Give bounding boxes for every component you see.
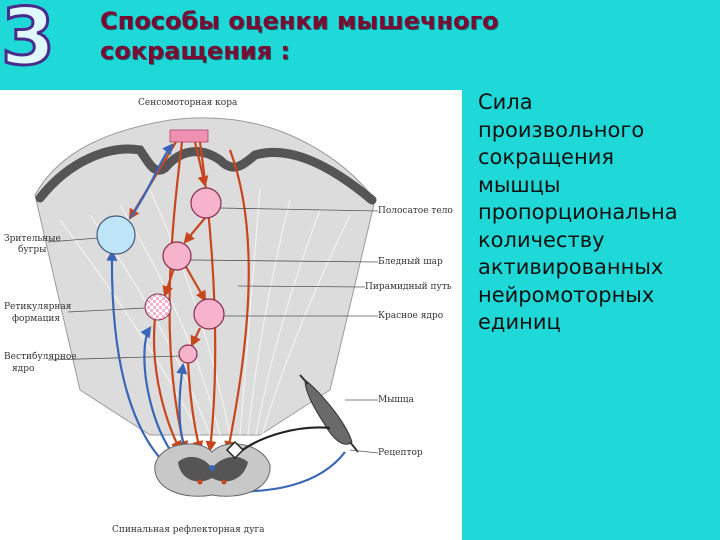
body-text-line: количеству [478, 227, 605, 252]
spinal-cord-section [154, 443, 271, 497]
body-text-line: нейромоторных [478, 282, 655, 307]
receptor-marker [225, 440, 245, 460]
slide-number: 3 [2, 0, 54, 74]
label-reticular-line-2: формация [12, 314, 61, 324]
slide-title: Способы оценки мышечного сокращения : [100, 6, 640, 66]
label-spinal-arc: Спинальная рефлекторная дуга [112, 525, 265, 535]
slide-number-text: 3 [2, 0, 54, 74]
label-thalamus-line-2: бугры [18, 245, 47, 255]
label-reticular-line-1: Ретикулярная [4, 302, 72, 312]
vestibular-nucleus [178, 344, 198, 364]
body-text-line: активированных [478, 255, 664, 279]
sensorimotor-cortex-band [169, 129, 209, 143]
white-matter-fibers [59, 189, 351, 436]
diagram-svg [34, 117, 379, 497]
pallidum-nucleus [162, 241, 192, 271]
body-text-line: сокращения [478, 145, 614, 169]
label-sensorimotor-cortex: Сенсомоторная кора [138, 98, 238, 108]
striatum-nucleus [190, 187, 222, 219]
label-muscle: Мышца [378, 395, 414, 405]
label-striatum: Полосатое тело [378, 206, 453, 216]
red-nucleus [193, 298, 225, 330]
label-receptor: Рецептор [378, 448, 423, 458]
motor-control-diagram: Сенсомоторная кора Полосатое тело Зрител… [0, 90, 462, 540]
efferent-nerve [235, 426, 331, 456]
body-text-line: мышцы [478, 172, 561, 197]
slide-title-line-1: Способы оценки мышечного [100, 7, 499, 35]
label-vestibular-line-2: ядро [12, 364, 35, 374]
body-text-line: единиц [478, 310, 561, 334]
body-text-line: произвольного [478, 117, 645, 142]
label-pyramidal-path: Пирамидный путь [365, 282, 452, 292]
body-text-line: пропорциональна [478, 200, 678, 224]
cortex-folds [35, 144, 377, 205]
reticular-formation-nucleus [144, 293, 172, 321]
thalamus-nucleus [96, 215, 136, 255]
label-leader-lines [47, 207, 379, 454]
slide-title-line-2: сокращения : [100, 37, 290, 65]
body-text-line: Сила [478, 90, 533, 114]
body-text: Сила произвольного сокращения мышцы проп… [478, 89, 718, 337]
label-vestibular-line-1: Вестибулярное [4, 352, 77, 362]
label-thalamus-line-1: Зрительные [4, 234, 61, 244]
label-pallidum: Бледный шар [378, 257, 443, 267]
label-red-nucleus: Красное ядро [378, 311, 444, 321]
muscle-figure [299, 374, 359, 453]
